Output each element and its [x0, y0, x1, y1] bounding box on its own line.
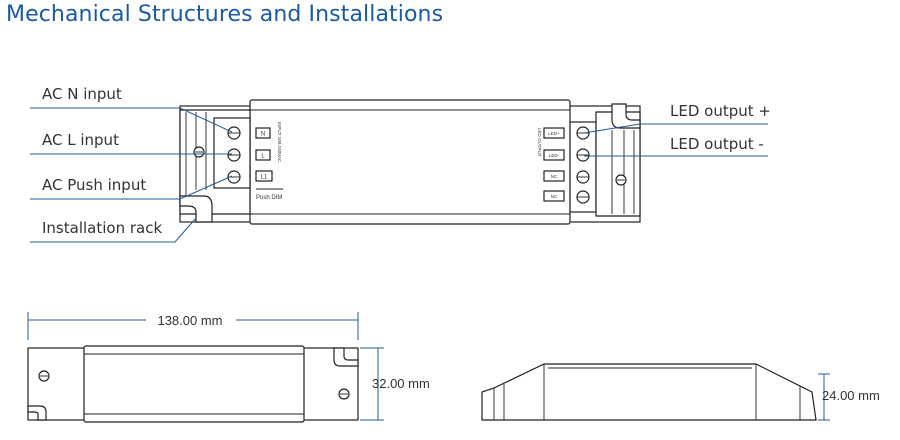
callout-led-output-neg: LED output -	[670, 135, 764, 153]
terminal-l1-text: L1	[261, 175, 268, 181]
plan-view: 138.00 mm 32.00 mm	[27, 312, 430, 423]
terminal-label-led-neg	[543, 149, 565, 161]
terminal-label-nc-2	[543, 190, 565, 202]
dimension-length: 138.00 mm	[157, 313, 222, 328]
terminal-label-l1	[255, 170, 273, 182]
top-view-driver: N L L1 INPUT 100-240VAC Push DIM LED+ LE…	[179, 99, 641, 225]
callout-led-output-pos: LED output +	[670, 102, 771, 120]
callouts: AC N input AC L input AC Push input Inst…	[30, 85, 771, 243]
terminal-label-l	[255, 149, 271, 161]
side-housing	[481, 363, 817, 421]
callout-installation-rack: Installation rack	[42, 219, 162, 237]
callout-ac-l: AC L input	[42, 131, 119, 149]
terminal-led-neg-text: LED-	[549, 153, 560, 158]
terminal-label-led-pos	[543, 127, 565, 139]
installation-rack-ear-right	[611, 103, 641, 129]
dimension-height: 24.00 mm	[822, 388, 880, 403]
plan-ear-left	[27, 405, 47, 421]
terminal-nc1-text: NC	[551, 174, 558, 179]
housing-cover	[249, 99, 571, 225]
callout-ac-n: AC N input	[42, 85, 122, 103]
dimension-width: 32.00 mm	[372, 376, 430, 391]
page-title: Mechanical Structures and Installations	[6, 2, 444, 27]
input-rating-text: INPUT 100-240VAC	[277, 122, 282, 163]
side-view: 24.00 mm	[481, 363, 880, 421]
installation-rack-ear-left	[179, 195, 213, 223]
output-label-text: LED OUTPUT	[537, 128, 542, 157]
plan-ear-right	[333, 347, 359, 367]
terminal-l-text: L	[261, 154, 265, 160]
push-dim-text: Push DIM	[256, 195, 282, 201]
terminal-label-nc-1	[543, 170, 565, 182]
callout-ac-push: AC Push input	[42, 176, 146, 194]
terminal-n-text: N	[261, 132, 265, 138]
terminal-label-n	[255, 127, 271, 139]
terminal-led-pos-text: LED+	[548, 131, 560, 136]
terminal-nc2-text: NC	[551, 194, 558, 199]
